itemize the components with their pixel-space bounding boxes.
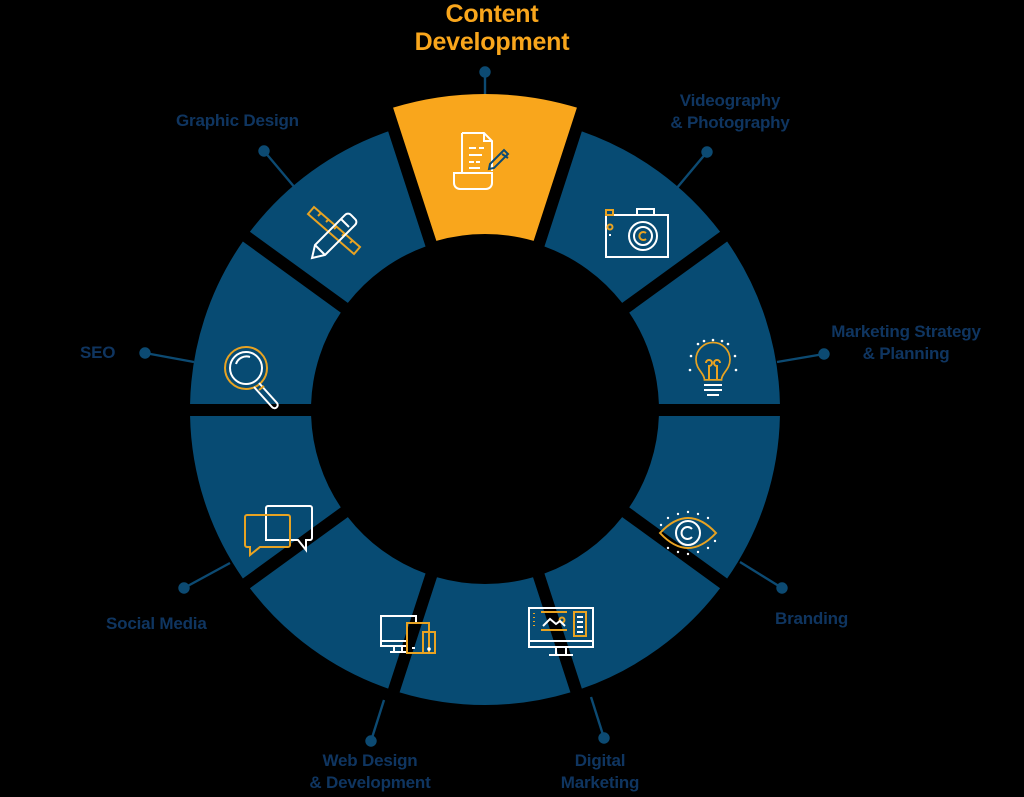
devices-icon: [380, 615, 436, 654]
label-graphic-design: Graphic Design: [176, 110, 299, 132]
lightbulb-icon: [688, 338, 738, 396]
label-social-media: Social Media: [106, 613, 207, 635]
label-line: Social Media: [106, 614, 207, 633]
segment-digital-marketing-right: [544, 517, 721, 689]
label-line: Marketing Strategy: [831, 322, 981, 341]
segment-videography: [544, 131, 721, 303]
label-videography-photography: Videography & Photography: [640, 90, 820, 134]
label-line: & Photography: [670, 113, 790, 132]
connector-line: [589, 696, 606, 739]
eye-icon: [658, 510, 718, 556]
pencil-ruler-icon: [306, 205, 362, 260]
label-branding: Branding: [775, 608, 848, 630]
label-seo: SEO: [80, 342, 116, 364]
label-line: Marketing: [560, 773, 640, 792]
connector-dot: [598, 732, 610, 744]
label-line: Content: [445, 0, 539, 28]
segment-social-media: [190, 416, 341, 579]
connector-dot: [776, 582, 788, 594]
chat-bubbles-icon: [244, 505, 313, 558]
segment-seo: [190, 241, 341, 404]
monitor-image-icon: [528, 607, 594, 656]
label-line: Web Design: [322, 751, 418, 770]
wheel-segments: [190, 94, 780, 705]
camera-icon: [605, 208, 669, 258]
segment-content-development: [393, 94, 577, 241]
segment-marketing-strategy: [629, 241, 780, 404]
label-line: Branding: [775, 609, 849, 628]
label-digital-marketing: Digital Marketing: [540, 750, 660, 794]
connector-dot: [479, 66, 491, 78]
connector-dot: [139, 347, 151, 359]
magnifier-icon: [224, 346, 279, 410]
label-line: Graphic Design: [176, 111, 299, 130]
connector-line: [739, 560, 783, 590]
connector-dot: [178, 582, 190, 594]
connector-dot: [258, 145, 270, 157]
label-line: & Planning: [862, 344, 950, 363]
label-line: & Development: [309, 773, 431, 792]
label-line: Digital: [574, 751, 626, 770]
connector-dot: [818, 348, 830, 360]
label-content-development: Content Development: [402, 0, 582, 56]
label-web-design-development: Web Design & Development: [280, 750, 460, 794]
label-line: Development: [414, 28, 570, 56]
connector-line: [369, 699, 386, 742]
connector-line: [144, 351, 195, 364]
label-line: Videography: [679, 91, 781, 110]
connector-line: [263, 150, 297, 190]
connector-line: [183, 561, 231, 590]
segment-digital-marketing: [399, 577, 571, 705]
label-line: SEO: [80, 343, 116, 362]
connector-line: [675, 151, 708, 190]
label-marketing-strategy: Marketing Strategy & Planning: [806, 321, 1006, 365]
connector-dot: [701, 146, 713, 158]
connector-line: [776, 352, 825, 364]
label-connectors: [139, 66, 830, 747]
connector-dot: [365, 735, 377, 747]
document-pen-icon: [453, 132, 510, 190]
segment-branding: [629, 416, 780, 579]
segment-graphic-design: [249, 131, 426, 303]
